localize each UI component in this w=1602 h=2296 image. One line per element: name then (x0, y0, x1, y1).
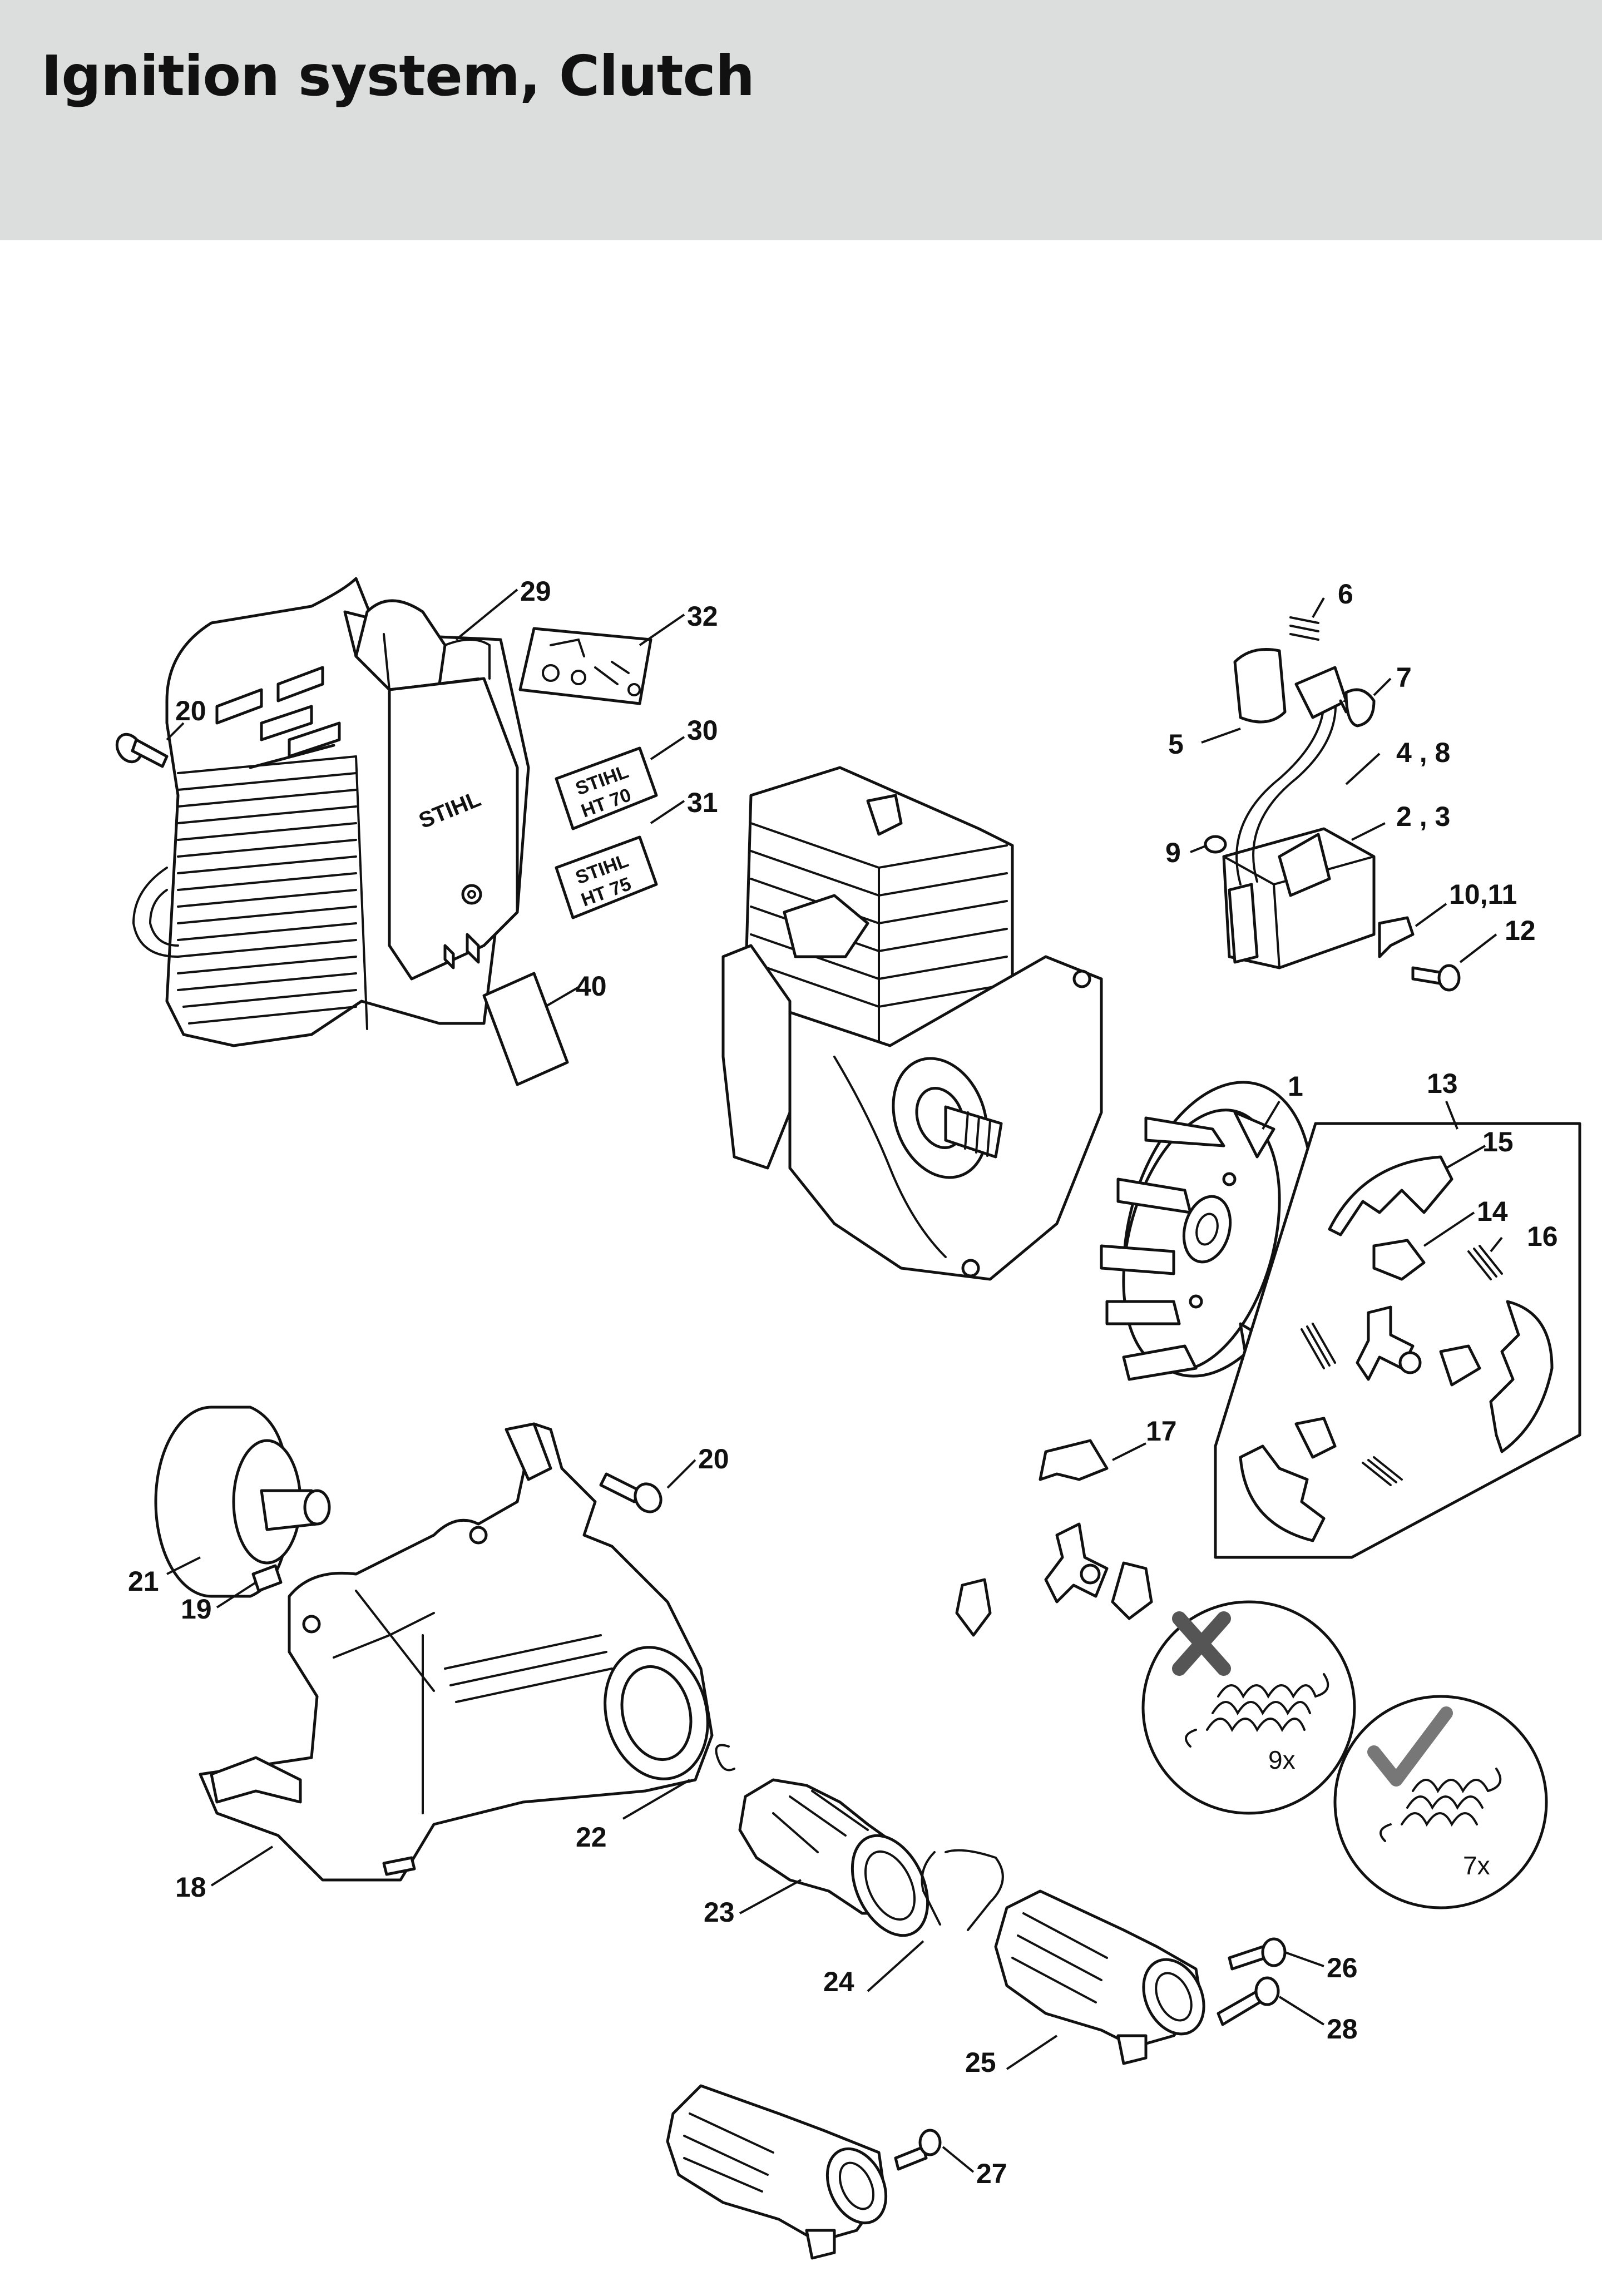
screw-20-upper (115, 733, 169, 768)
screw-28 (1217, 1976, 1280, 2026)
clutch-housing-23 (738, 1778, 929, 1937)
cross-icon (1172, 1611, 1231, 1676)
screw-27 (894, 2129, 942, 2171)
engine-block (721, 766, 1103, 1281)
callout-28: 28 (1327, 2013, 1358, 2045)
callout-17: 17 (1146, 1416, 1177, 1447)
clutch-drum (154, 1406, 331, 1598)
callout-5: 5 (1168, 729, 1184, 760)
screw-20-lower (599, 1472, 662, 1513)
callout-21: 21 (128, 1566, 159, 1597)
spring-count-right: 7x (1463, 1851, 1490, 1880)
info-plate (482, 972, 569, 1086)
model-decal-ht75: STIHL HT 75 (555, 835, 658, 919)
callout-2-3: 2 , 3 (1396, 801, 1450, 832)
callout-6: 6 (1338, 578, 1353, 610)
ignition-module (1222, 648, 1376, 969)
callout-16: 16 (1527, 1221, 1558, 1252)
engine-cover: STIHL (132, 577, 530, 1047)
screw-26 (1228, 1937, 1287, 1971)
ring-24 (921, 1849, 1004, 1931)
callout-20-upper: 20 (175, 695, 206, 726)
grommet-7 (1344, 688, 1376, 728)
callout-10-11: 10,11 (1449, 879, 1517, 910)
check-icon (1367, 1706, 1453, 1787)
leader-lines (166, 588, 1503, 2173)
callout-18: 18 (175, 1872, 206, 1903)
clutch-kit-parts (1239, 1155, 1554, 1542)
callout-31: 31 (687, 787, 718, 818)
callout-23: 23 (704, 1897, 735, 1928)
gear-housing (199, 1422, 714, 1882)
callout-19: 19 (181, 1594, 212, 1625)
callout-40: 40 (576, 971, 607, 1002)
callout-4-8: 4 , 8 (1396, 737, 1450, 768)
header-band (0, 0, 1602, 240)
callout-1: 1 (1288, 1071, 1303, 1102)
callout-26: 26 (1327, 1952, 1358, 1983)
cooling-fins (177, 666, 368, 1030)
callout-20-lower: 20 (698, 1443, 729, 1474)
callout-7: 7 (1396, 662, 1412, 693)
contact-10-11 (1378, 916, 1415, 958)
page-title: Ignition system, Clutch (41, 43, 755, 108)
circlip-22 (715, 1744, 735, 1772)
callout-15: 15 (1482, 1126, 1514, 1157)
spring-right-example: 7x (1333, 1695, 1548, 1909)
spring-6 (1289, 616, 1319, 641)
screw-12 (1411, 964, 1461, 992)
callout-24: 24 (823, 1966, 854, 1997)
callout-27: 27 (976, 2158, 1007, 2189)
callout-22: 22 (576, 1822, 607, 1853)
warning-decal (518, 627, 652, 705)
callout-29: 29 (520, 576, 551, 607)
callout-12: 12 (1505, 915, 1536, 946)
callout-14: 14 (1477, 1196, 1508, 1227)
pin-19 (251, 1564, 283, 1592)
model-decal-ht70: STIHL HT 70 (555, 746, 658, 830)
spring-count-wrong: 9x (1268, 1745, 1296, 1774)
clamp-27-variant (666, 2084, 888, 2260)
spring-wrong-example: 9x (1141, 1600, 1356, 1815)
callout-9: 9 (1165, 837, 1181, 868)
clamp-25 (994, 1889, 1205, 2065)
clutch-shoes-17 (955, 1439, 1153, 1637)
callout-13: 13 (1427, 1068, 1458, 1099)
callout-labels: 1 2 , 3 4 , 8 5 6 7 9 10,11 12 13 14 15 … (128, 576, 1558, 2189)
callout-25: 25 (965, 2047, 996, 2078)
callout-32: 32 (687, 601, 718, 632)
washer-9 (1204, 835, 1227, 854)
callout-30: 30 (687, 715, 718, 746)
